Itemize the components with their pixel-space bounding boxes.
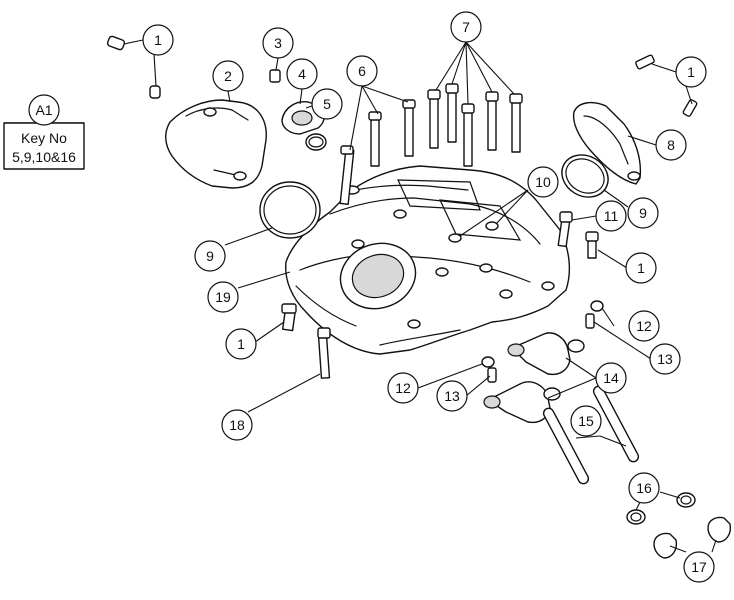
callout-bubble — [649, 343, 681, 375]
callout-bubble — [346, 55, 378, 87]
callout-label: 7 — [462, 19, 470, 35]
callout-bubble — [527, 166, 559, 198]
callout-bubble — [311, 88, 343, 120]
caps — [653, 516, 732, 559]
callout-bubble — [387, 372, 419, 404]
callout-label: 8 — [667, 137, 675, 153]
collar-left — [481, 356, 495, 368]
pushrods — [542, 385, 640, 485]
callout-bubble — [142, 24, 174, 56]
small-screws — [106, 35, 698, 332]
pin-left — [487, 367, 497, 383]
callout-bubble — [595, 200, 627, 232]
callout-bubble — [627, 197, 659, 229]
leader-lines — [123, 39, 717, 553]
callout-label: 2 — [224, 68, 232, 84]
small-housing — [281, 101, 325, 135]
callout-bubble — [286, 58, 318, 90]
callout-bubble — [625, 252, 657, 284]
bolt-cluster — [339, 83, 523, 205]
key-box-id: A1 — [35, 102, 52, 118]
callout-label: 14 — [603, 370, 619, 386]
callout-label: 1 — [154, 32, 162, 48]
callout-label: 13 — [444, 388, 460, 404]
rocker-arms — [483, 332, 585, 424]
callout-label: 4 — [298, 66, 306, 82]
callout-bubble — [450, 11, 482, 43]
cover-plate — [165, 99, 267, 189]
key-box-title: Key No — [21, 130, 67, 146]
callout-label: 12 — [395, 380, 411, 396]
callouts: 1 2 3 4 5 6 7 1 8 9 10 11 9 1 19 12 1 — [142, 11, 715, 583]
callout-label: 15 — [578, 413, 594, 429]
callout-label: 13 — [657, 351, 673, 367]
callout-bubble — [675, 56, 707, 88]
callout-label: 10 — [535, 174, 551, 190]
callout-bubble — [628, 472, 660, 504]
callout-bubble — [683, 551, 715, 583]
callout-label: 16 — [636, 480, 652, 496]
long-bolt — [317, 327, 331, 379]
callout-label: 5 — [323, 96, 331, 112]
callout-label: 6 — [358, 63, 366, 79]
callout-bubble — [212, 60, 244, 92]
callout-label: 19 — [215, 289, 231, 305]
o-ring-large-right — [561, 154, 609, 198]
callout-label: 9 — [206, 248, 214, 264]
callout-label: 18 — [229, 417, 245, 433]
callout-bubble — [225, 328, 257, 360]
callout-bubble — [595, 362, 627, 394]
callout-bubble — [655, 129, 687, 161]
callout-label: 9 — [639, 205, 647, 221]
callout-label: 11 — [604, 208, 619, 224]
washer-left — [626, 509, 646, 525]
callout-bubble — [262, 27, 294, 59]
callout-bubble — [221, 409, 253, 441]
right-housing — [572, 101, 642, 185]
callout-label: 1 — [637, 260, 645, 276]
collar-right — [590, 300, 604, 312]
key-box-frame — [3, 122, 85, 170]
callout-bubble — [628, 310, 660, 342]
callout-bubble — [436, 380, 468, 412]
callout-bubble — [194, 240, 226, 272]
key-box: A1 Key No 5,9,10&16 — [3, 94, 85, 170]
washer-right — [676, 492, 696, 508]
key-box-id-bubble — [28, 94, 60, 126]
callout-label: 12 — [636, 318, 652, 334]
callout-label: 17 — [691, 559, 707, 575]
callout-label: 3 — [274, 35, 282, 51]
callout-label: 1 — [687, 64, 695, 80]
callout-label: 1 — [237, 336, 245, 352]
callout-bubble — [570, 405, 602, 437]
cylinder-head-cover — [285, 165, 571, 355]
callout-bubble — [207, 281, 239, 313]
key-box-items: 5,9,10&16 — [12, 149, 76, 165]
o-ring-large-left — [259, 181, 321, 239]
pin-right — [585, 313, 595, 329]
